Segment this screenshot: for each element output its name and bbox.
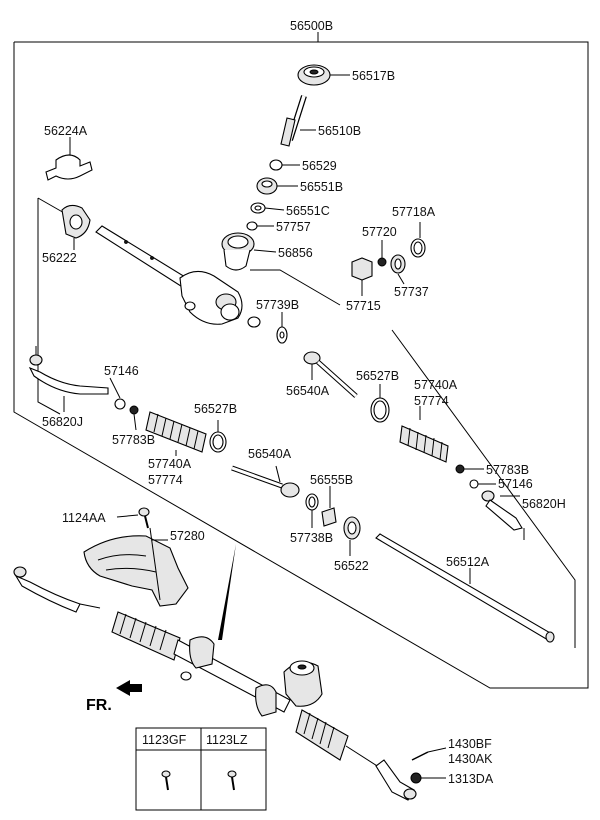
- label-56527B-left: 56527B: [194, 402, 237, 416]
- part-56517B-cap: [297, 64, 350, 86]
- label-1124AA: 1124AA: [62, 511, 106, 525]
- part-1430-pin: [411, 747, 447, 761]
- subassembly-outline: [37, 197, 576, 648]
- part-57757: [246, 221, 274, 231]
- part-1124AA-bolt: [116, 507, 150, 529]
- part-1313DA-nut: [410, 772, 446, 784]
- label-56529: 56529: [302, 159, 337, 173]
- label-56555B: 56555B: [310, 473, 353, 487]
- assembly-frame: [13, 32, 589, 689]
- part-57739B: [276, 312, 288, 344]
- part-56522: [343, 516, 361, 556]
- label-56820H: 56820H: [522, 497, 566, 511]
- legend-col-1123LZ: 1123LZ: [206, 733, 248, 747]
- front-label: FR.: [86, 697, 112, 714]
- label-56540A-lower: 56540A: [248, 447, 292, 461]
- label-1430AK: 1430AK: [448, 752, 493, 766]
- label-57737: 57737: [394, 285, 429, 299]
- label-57715: 57715: [346, 299, 381, 313]
- label-57146-left: 57146: [104, 364, 139, 378]
- part-56510B-pinion: [280, 95, 316, 147]
- part-57146-right: [469, 479, 496, 489]
- part-57715-block: [351, 257, 373, 296]
- label-57720: 57720: [362, 225, 397, 239]
- label-56224A: 56224A: [44, 124, 88, 138]
- part-56224A-clamp: [45, 137, 93, 181]
- label-57740A-right: 57740A: [414, 378, 458, 392]
- assembled-steering-gear: [13, 566, 417, 801]
- part-56856: [221, 232, 277, 271]
- part-57740A-left-boot: [145, 411, 207, 456]
- label-1430BF: 1430BF: [448, 737, 492, 751]
- part-57146-left: [109, 377, 126, 410]
- part-56540A-upper: [303, 351, 358, 398]
- direction-wedge: [218, 544, 236, 640]
- label-56527B-upper: 56527B: [356, 369, 399, 383]
- part-56540A-lower: [231, 465, 300, 498]
- label-57280: 57280: [170, 529, 205, 543]
- part-57718A: [410, 222, 426, 258]
- part-56820J-tie-rod-end: [28, 346, 109, 412]
- front-direction-arrow: [116, 680, 142, 696]
- label-56856: 56856: [278, 246, 313, 260]
- part-56555B: [321, 486, 337, 527]
- part-56527B-left: [209, 420, 227, 453]
- label-57740A-left: 57740A: [148, 457, 192, 471]
- part-57280-shield: [83, 527, 189, 607]
- part-56551B: [256, 177, 298, 195]
- label-57774-left: 57774: [148, 473, 183, 487]
- label-56222: 56222: [42, 251, 77, 265]
- part-ring-small: [247, 316, 261, 328]
- label-1313DA: 1313DA: [448, 772, 494, 786]
- label-57739B: 57739B: [256, 298, 299, 312]
- label-57783B-right: 57783B: [486, 463, 529, 477]
- part-56551C: [250, 202, 285, 214]
- part-57740A-right-boot: [399, 406, 449, 463]
- part-56222-bushing: [61, 204, 91, 250]
- part-56820H-tie-rod-end: [481, 490, 525, 540]
- label-56540A-upper: 56540A: [286, 384, 330, 398]
- part-56512A-rack: [375, 533, 555, 643]
- part-57720: [377, 240, 387, 267]
- label-57757: 57757: [276, 220, 311, 234]
- part-labels: 56500B 56517B 56510B 56224A 56529 56551B…: [42, 19, 566, 786]
- label-56522: 56522: [334, 559, 369, 573]
- part-57783B-left: [129, 405, 139, 431]
- part-57783B-right: [455, 464, 484, 474]
- label-57783B-left: 57783B: [112, 433, 155, 447]
- label-56517B: 56517B: [352, 69, 395, 83]
- label-56551C: 56551C: [286, 204, 330, 218]
- label-56510B: 56510B: [318, 124, 361, 138]
- part-56527B-upper: [370, 384, 390, 423]
- label-56551B: 56551B: [300, 180, 343, 194]
- label-56820J: 56820J: [42, 415, 83, 429]
- part-56529: [269, 159, 300, 171]
- label-56512A: 56512A: [446, 555, 490, 569]
- rack-housing: [95, 225, 243, 325]
- label-57774-right: 57774: [414, 394, 449, 408]
- label-56500B: 56500B: [290, 19, 333, 33]
- part-57738B: [305, 493, 319, 528]
- part-57737: [390, 254, 406, 285]
- legend-col-1123GF: 1123GF: [142, 733, 187, 747]
- label-57146-right: 57146: [498, 477, 533, 491]
- bolt-legend-table: [135, 727, 267, 811]
- label-57738B: 57738B: [290, 531, 333, 545]
- label-57718A: 57718A: [392, 205, 436, 219]
